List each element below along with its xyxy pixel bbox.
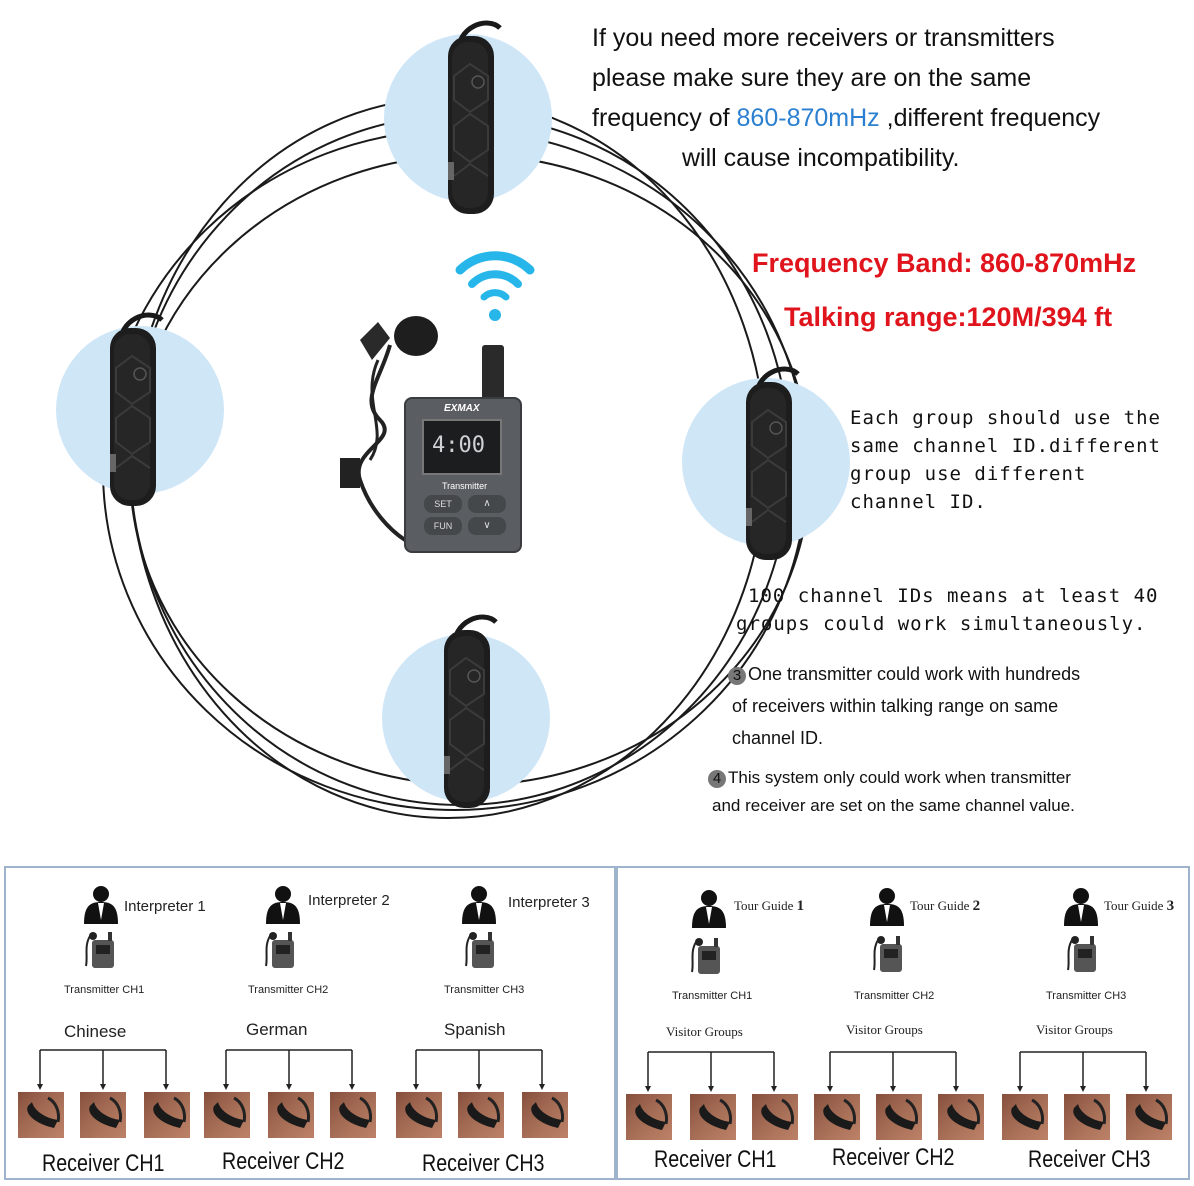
- transmitter-ch3-icon: [465, 931, 495, 969]
- receiver-thumb: [1062, 1092, 1112, 1142]
- tour-guide-2-label: Tour Guide 2: [910, 898, 981, 914]
- transmitter-ch1-label: Transmitter CH1: [64, 984, 145, 996]
- set-button[interactable]: SET: [424, 495, 462, 513]
- receiver-thumb: [750, 1092, 800, 1142]
- visitor-groups-3-label: Visitor Groups: [1036, 1022, 1113, 1037]
- tour-guide-3-person-icon: [1064, 888, 1098, 926]
- receiver-thumb: [266, 1090, 316, 1140]
- interpreter-1-person-icon: [84, 886, 118, 924]
- transmitter-ch3-label: Transmitter CH3: [444, 984, 525, 996]
- intro-line-1: If you need more receivers or transmitte…: [592, 24, 1055, 52]
- transmitter-brand: EXMAX: [444, 403, 480, 414]
- interpreter-1-label: Interpreter 1: [124, 898, 206, 915]
- fun-button[interactable]: FUN: [424, 517, 462, 535]
- receiver-ch3-label: Receiver CH3: [422, 1150, 545, 1177]
- receiver-thumb: [202, 1090, 252, 1140]
- intro-line-2: please make sure they are on the same: [592, 64, 1032, 92]
- receiver-thumb: [688, 1092, 738, 1142]
- language-german: German: [246, 1020, 308, 1039]
- transmitter-antenna: [482, 345, 504, 401]
- interpreter-2-person-icon: [266, 886, 300, 924]
- tour-guide-3-label: Tour Guide 3: [1104, 898, 1175, 914]
- visitor-groups-2-label: Visitor Groups: [846, 1022, 923, 1037]
- wifi-icon: [455, 251, 535, 321]
- receiver-thumb: [624, 1092, 674, 1142]
- lapel-microphone-icon: [340, 316, 438, 542]
- interpreter-3-person-icon: [462, 886, 496, 924]
- frequency-band-spec: Frequency Band: 860-870mHz: [752, 248, 1137, 278]
- tour-transmitter-ch1-icon: [691, 937, 721, 975]
- receiver-thumb: [936, 1092, 986, 1142]
- intro-line-4: will cause incompatibility.: [682, 144, 960, 172]
- up-button[interactable]: ∧: [468, 495, 506, 513]
- receiver-ch1-label: Receiver CH1: [42, 1150, 165, 1177]
- receiver-thumb: [394, 1090, 444, 1140]
- receiver-thumb: [142, 1090, 192, 1140]
- frequency-highlight: 860-870mHz: [736, 104, 880, 132]
- tour-transmitter-ch3-icon: [1067, 935, 1097, 973]
- transmitter-body: EXMAX 4:00 Transmitter SET ∧ FUN ∨: [404, 397, 522, 553]
- note-3-badge: 3: [728, 667, 746, 685]
- language-chinese: Chinese: [64, 1022, 127, 1041]
- talking-range-spec: Talking range:120M/394 ft: [784, 302, 1113, 332]
- tour-transmitter-ch1-label: Transmitter CH1: [672, 990, 753, 1002]
- language-spanish: Spanish: [444, 1020, 506, 1039]
- tour-guide-1-label: Tour Guide 1: [734, 898, 805, 914]
- receiver-thumb: [812, 1092, 862, 1142]
- receiver-thumb: [328, 1090, 378, 1140]
- tour-receiver-ch3-label: Receiver CH3: [1028, 1146, 1151, 1173]
- interpreter-3-label: Interpreter 3: [508, 894, 590, 911]
- tour-transmitter-ch3-label: Transmitter CH3: [1046, 990, 1127, 1002]
- transmitter-ch2-icon: [265, 931, 295, 969]
- receiver-thumb: [520, 1090, 570, 1140]
- tour-guide-2-person-icon: [870, 888, 904, 926]
- tour-receiver-ch1-label: Receiver CH1: [654, 1146, 777, 1173]
- system-diagram: [56, 0, 850, 819]
- interpreter-2-label: Interpreter 2: [308, 892, 390, 909]
- transmitter-device: EXMAX 4:00 Transmitter SET ∧ FUN ∨: [404, 345, 522, 553]
- receiver-thumb: [1124, 1092, 1174, 1142]
- tour-receiver-ch2-label: Receiver CH2: [832, 1144, 955, 1171]
- transmitter-label: Transmitter: [442, 481, 488, 491]
- tour-transmitter-ch2-icon: [873, 935, 903, 973]
- intro-line-3: frequency of 860-870mHz ,different frequ…: [592, 104, 1101, 132]
- note-4-badge: 4: [708, 770, 726, 788]
- tour-guide-1-person-icon: [692, 890, 726, 928]
- receiver-thumb: [1000, 1092, 1050, 1142]
- compatibility-note: If you need more receivers or transmitte…: [592, 18, 1192, 178]
- receiver-thumb: [78, 1090, 128, 1140]
- channel-ids-note: 100 channel IDs means at least 40 groups…: [736, 585, 1159, 635]
- receiver-ch2-label: Receiver CH2: [222, 1148, 345, 1175]
- receiver-thumb: [16, 1090, 66, 1140]
- channel-group-note: Each group should use the same channel I…: [850, 407, 1161, 513]
- down-button[interactable]: ∨: [468, 517, 506, 535]
- transmitter-ch2-label: Transmitter CH2: [248, 984, 329, 996]
- receiver-thumb: [456, 1090, 506, 1140]
- visitor-groups-1-label: Visitor Groups: [666, 1024, 743, 1039]
- tour-transmitter-ch2-label: Transmitter CH2: [854, 990, 935, 1002]
- transmitter-ch1-icon: [85, 931, 115, 969]
- receiver-thumb: [874, 1092, 924, 1142]
- lcd-readout: 4:00: [432, 433, 485, 458]
- transmitter-lcd: 4:00: [422, 419, 502, 475]
